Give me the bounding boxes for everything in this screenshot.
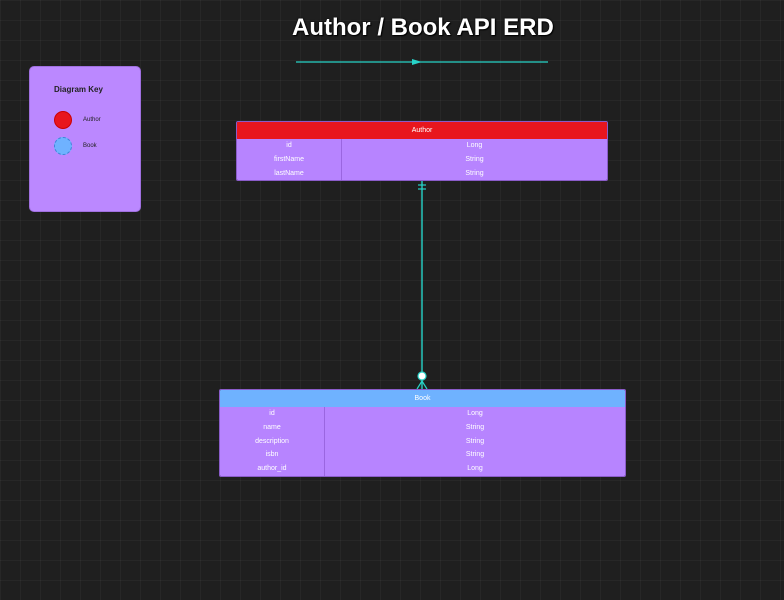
field-type: String — [465, 451, 485, 459]
crowfoot-left — [416, 380, 423, 390]
book-field-row: id Long — [220, 407, 625, 421]
diagram-key[interactable]: Diagram Key Author Book — [29, 66, 141, 212]
book-field-row: isbn String — [220, 448, 625, 463]
author-field-row: lastName String — [237, 166, 607, 180]
book-field-row: name String — [220, 420, 625, 435]
field-name: author_id — [220, 462, 325, 476]
field-type: Long — [467, 465, 483, 473]
author-field-row: firstName String — [237, 152, 607, 167]
diagram-key-title: Diagram Key — [54, 85, 103, 94]
book-entity-fields: id Long name String description String i… — [220, 407, 625, 476]
book-entity-header: Book — [220, 390, 625, 407]
field-type: String — [465, 423, 485, 431]
field-name: id — [220, 407, 325, 421]
field-type: String — [465, 169, 484, 177]
field-type: String — [465, 155, 484, 163]
book-entity[interactable]: Book id Long name String description Str… — [219, 389, 626, 477]
crowfoot-right — [421, 380, 428, 390]
author-field-row: id Long — [237, 139, 607, 153]
key-author-swatch — [54, 111, 72, 129]
field-name: isbn — [220, 448, 325, 463]
field-type: Long — [466, 142, 483, 149]
field-name: name — [220, 420, 325, 435]
author-entity-header: Author — [237, 122, 607, 139]
field-type: String — [465, 437, 485, 445]
book-field-row: author_id Long — [220, 462, 625, 476]
book-field-row: description String — [220, 434, 625, 449]
field-type: Long — [467, 410, 483, 417]
cardinality-zero-circle — [417, 371, 427, 381]
field-name: firstName — [237, 152, 342, 167]
author-entity-fields: id Long firstName String lastName String — [237, 139, 607, 180]
author-entity[interactable]: Author id Long firstName String lastName… — [236, 121, 608, 181]
diagram-title: Author / Book API ERD — [292, 14, 554, 41]
field-name: lastName — [237, 166, 342, 180]
title-underline-arrow — [412, 59, 422, 65]
key-author-label: Author — [83, 117, 101, 123]
key-book-label: Book — [83, 143, 97, 149]
field-name: description — [220, 434, 325, 449]
key-book-swatch — [54, 137, 72, 155]
field-name: id — [237, 139, 342, 153]
